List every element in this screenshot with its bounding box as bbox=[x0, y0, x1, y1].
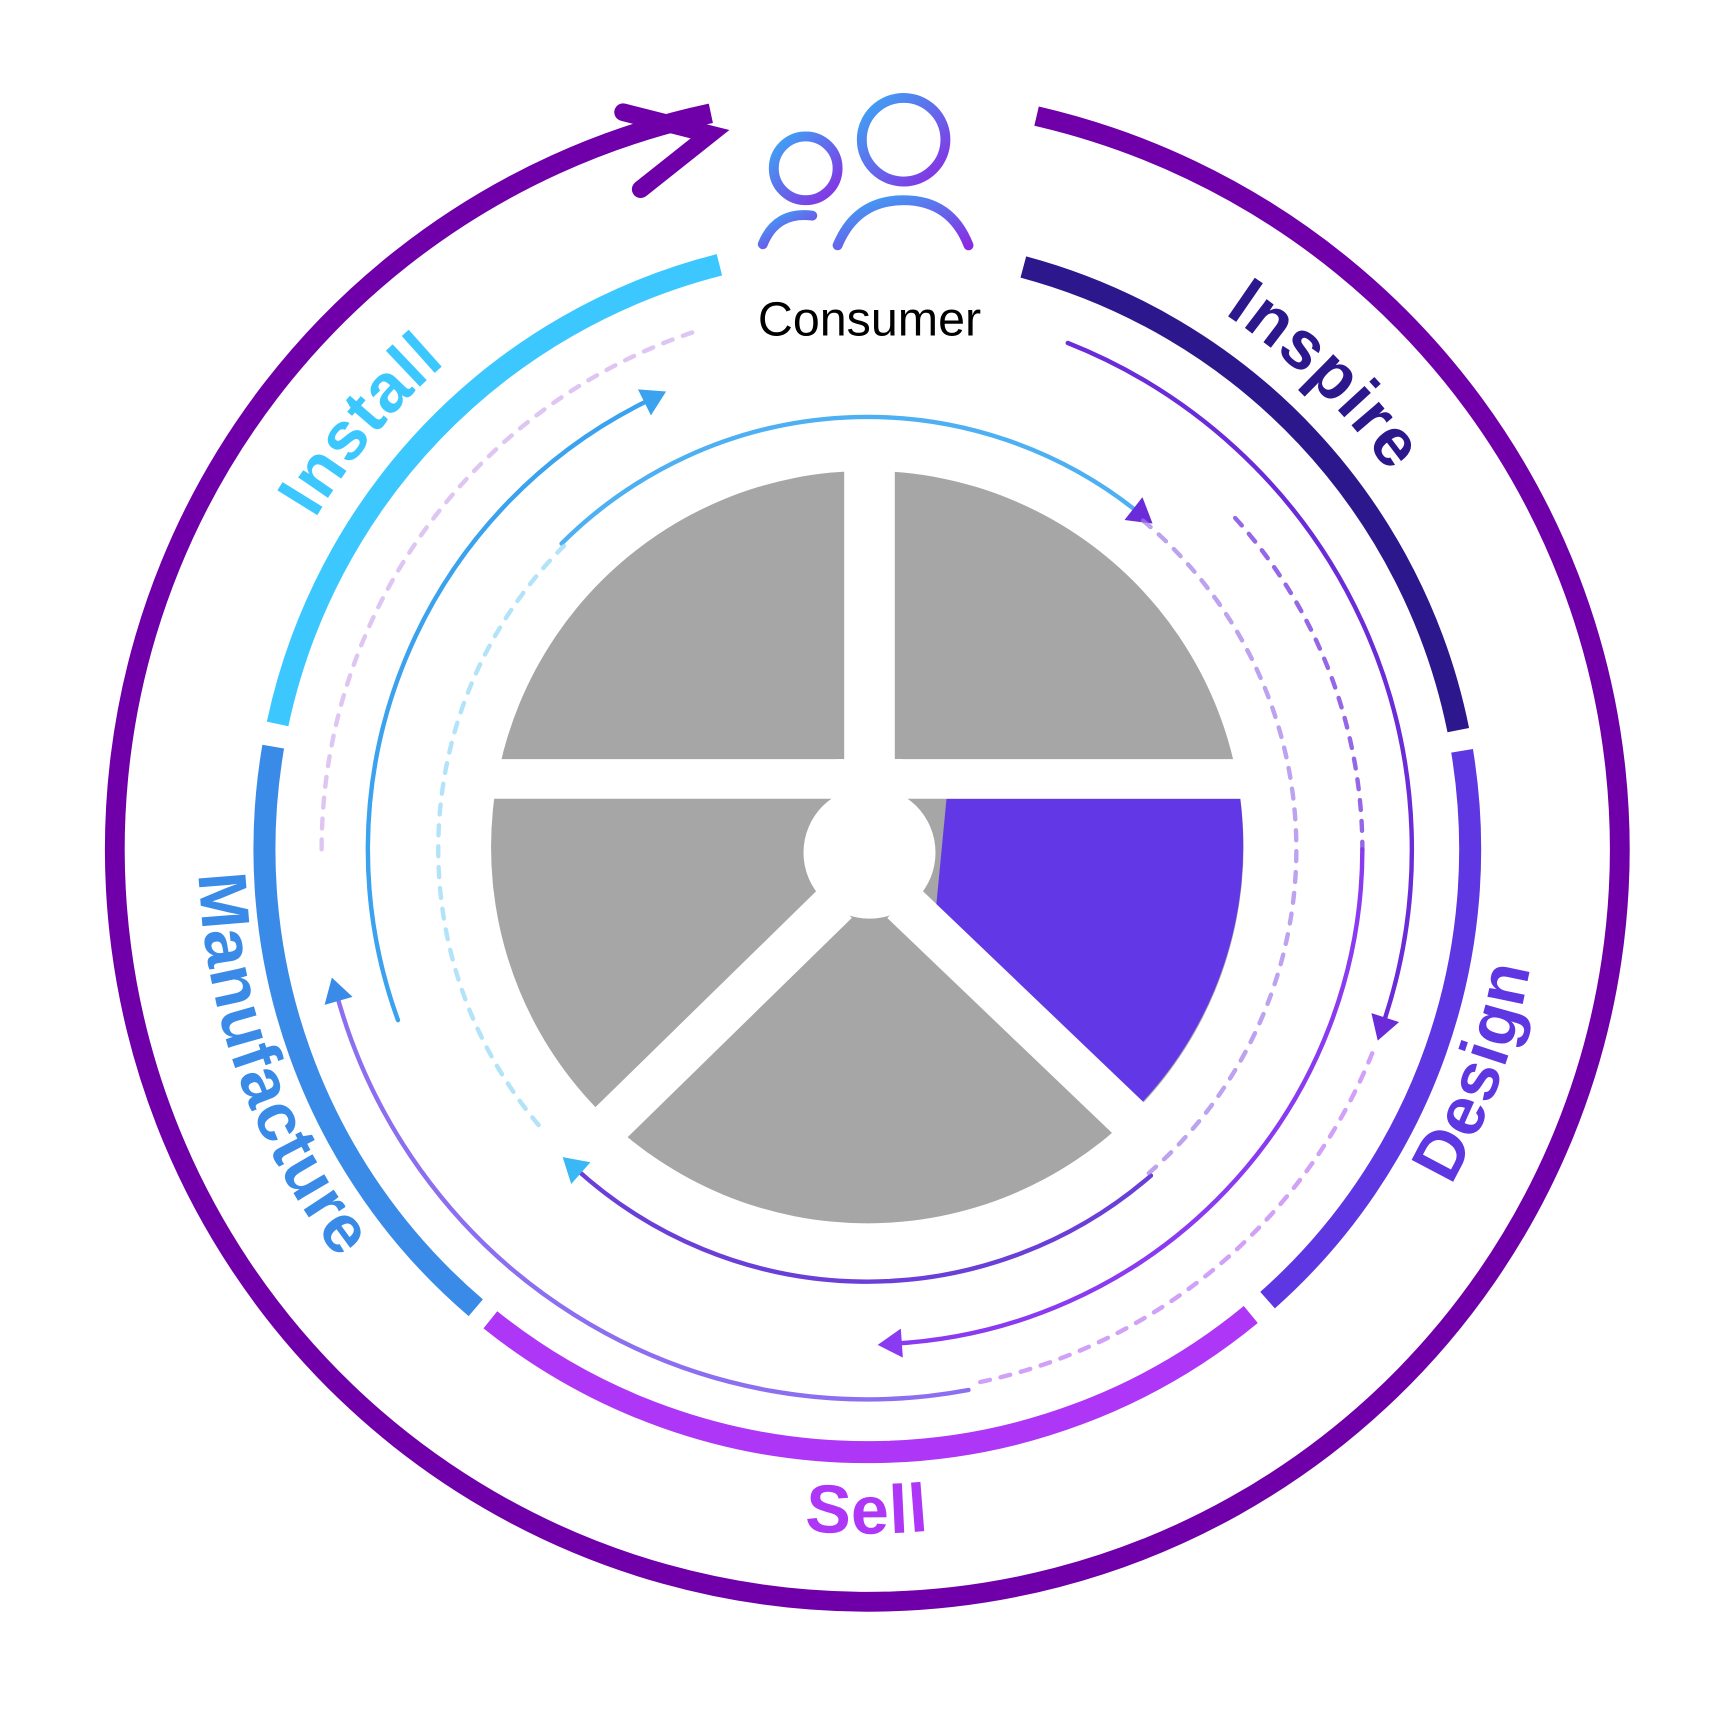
consumer-label: Consumer bbox=[758, 293, 981, 347]
pie-gaps bbox=[484, 462, 1255, 1166]
dashed-arc-bottom-right bbox=[969, 1051, 1375, 1387]
center-pie bbox=[484, 462, 1255, 1224]
flow-arc-inspire bbox=[1065, 340, 1415, 1029]
stage-label-sell: Sell bbox=[804, 1470, 932, 1549]
consumer-icon bbox=[757, 92, 974, 251]
flow-arc-top bbox=[559, 414, 1142, 546]
stage-segment-ring bbox=[253, 254, 1482, 1464]
flow-arc-sell bbox=[333, 989, 971, 1402]
flow-arc-install-arrowhead bbox=[637, 389, 667, 416]
flow-arc-design-arrowhead bbox=[877, 1328, 903, 1358]
stage-segment-inspire bbox=[1020, 256, 1470, 733]
dashed-arc-left bbox=[436, 543, 567, 1128]
flow-arc-install bbox=[365, 396, 655, 1023]
dashed-arc-top-left bbox=[319, 328, 701, 852]
flow-arrows bbox=[319, 328, 1415, 1402]
pie-segment-design-highlight bbox=[935, 798, 1244, 1106]
outer-cycle-ring bbox=[104, 103, 1630, 1612]
flow-arc-top-arrowhead bbox=[1124, 497, 1153, 524]
flow-arc-bottom-arrowhead bbox=[562, 1157, 591, 1184]
dashed-arc-right bbox=[1140, 518, 1299, 1176]
stage-segment-sell bbox=[483, 1305, 1258, 1464]
stage-segment-design bbox=[1260, 749, 1482, 1309]
flow-arc-sell-arrowhead bbox=[324, 977, 353, 1005]
flow-arc-design bbox=[891, 847, 1365, 1346]
outer-ring-arrowhead bbox=[614, 103, 730, 199]
flow-arc-bottom bbox=[573, 1165, 1154, 1284]
stage-segment-install bbox=[266, 254, 723, 727]
flow-arc-inspire-arrowhead bbox=[1371, 1013, 1400, 1041]
dashed-arc-right-outer bbox=[1233, 515, 1365, 852]
outer-ring-arc bbox=[104, 103, 1630, 1612]
stage-segment-manufacture bbox=[253, 744, 483, 1317]
